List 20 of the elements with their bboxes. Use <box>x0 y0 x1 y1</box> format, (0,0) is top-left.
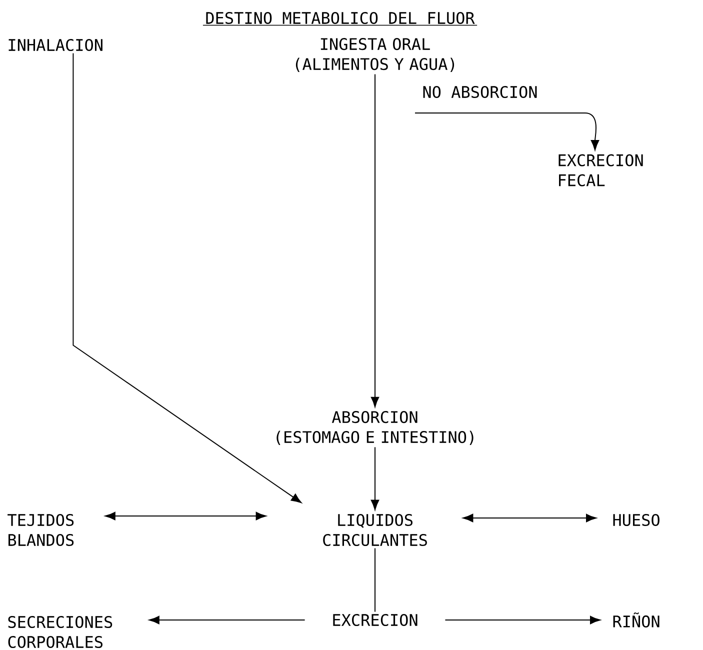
node-text: HUESO <box>613 514 660 526</box>
node-text: EXCRECION <box>333 614 418 626</box>
node-text: TEJIDOS BLANDOS <box>8 514 74 546</box>
arrow <box>370 446 380 510</box>
edge-label: NO ABSORCION <box>423 86 537 98</box>
arrow <box>462 514 596 522</box>
title: DESTINO METABOLICO DEL FLUOR <box>206 12 475 24</box>
arrow <box>370 74 380 408</box>
arrow <box>72 52 302 504</box>
arrow <box>148 616 306 624</box>
node-text: SECRECIONES CORPORALES <box>8 616 112 648</box>
arrow <box>104 512 266 520</box>
node-text: EXCRECION FECAL <box>558 154 643 186</box>
arrow <box>414 112 600 150</box>
node-text: RIÑON <box>613 612 660 628</box>
node-text: INHALACION <box>8 38 102 52</box>
node-text: INGESTA ORAL (ALIMENTOS Y AGUA) <box>296 38 454 72</box>
arrow <box>444 616 600 624</box>
node-text: LIQUIDOS CIRCULANTES <box>323 514 427 546</box>
node-text: ABSORCION (ESTOMAGO E INTESTINO) <box>276 411 474 445</box>
